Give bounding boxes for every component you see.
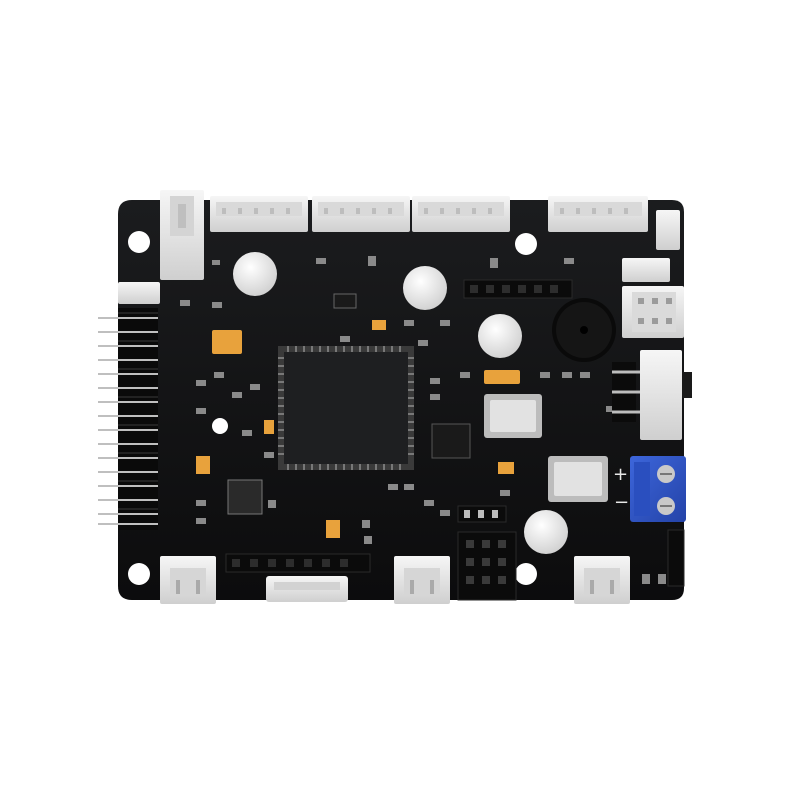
terminal-minus-label: − <box>614 492 629 513</box>
bottom-jst-connector-2 <box>394 556 450 604</box>
dual-row-header <box>457 531 517 601</box>
bottom-jst-connector-1 <box>160 556 216 604</box>
smd-components <box>180 256 666 584</box>
left-pin-header <box>98 308 158 530</box>
right-edge-header <box>667 529 685 587</box>
bottom-black-header <box>225 553 371 573</box>
top-jst-connector-3 <box>412 196 510 232</box>
mounting-hole-bottom-right <box>515 563 537 585</box>
jumper-header <box>457 505 507 523</box>
small-white-header-left <box>118 282 160 304</box>
power-switch <box>640 350 692 440</box>
top-jst-connector-1 <box>210 196 308 232</box>
mounting-hole-bottom-left <box>128 563 150 585</box>
orange-smd-4 <box>372 320 386 330</box>
top-right-small-connector <box>656 210 680 250</box>
blue-terminal-block <box>630 456 686 522</box>
buzzer <box>552 298 616 362</box>
terminal-plus-label: + <box>613 464 628 485</box>
top-left-vertical-connector <box>160 190 204 280</box>
sot-chip-top <box>333 293 357 309</box>
right-2x3-white-connector <box>622 286 684 338</box>
right-vertical-pins <box>612 362 644 422</box>
orange-smd-2 <box>326 520 340 538</box>
soic-chip <box>431 423 471 459</box>
capacitor-top-left <box>233 252 277 296</box>
bottom-jst-connector-3 <box>574 556 630 604</box>
inductor-lower <box>548 456 608 502</box>
top-jst-connector-4 <box>548 196 648 232</box>
top-jst-connector-2 <box>312 196 410 232</box>
orange-capacitor-left <box>212 330 242 354</box>
mounting-hole-top-middle <box>515 233 537 255</box>
orange-smd-5 <box>264 420 274 434</box>
bottom-flat-connector <box>266 576 348 602</box>
orange-smd-3 <box>196 456 210 474</box>
mounting-hole-top-left <box>128 231 150 253</box>
orange-resistor-strip <box>484 370 520 384</box>
top-black-header <box>463 279 573 299</box>
right-white-header <box>622 258 670 282</box>
capacitor-center-right <box>478 314 522 358</box>
small-qfn-chip <box>227 479 263 515</box>
capacitor-bottom-right <box>524 510 568 554</box>
main-mcu-chip <box>278 346 414 470</box>
mounting-hole-inner <box>212 418 228 434</box>
capacitor-top-center <box>403 266 447 310</box>
orange-smd-1 <box>498 462 514 474</box>
inductor-center <box>484 394 542 438</box>
